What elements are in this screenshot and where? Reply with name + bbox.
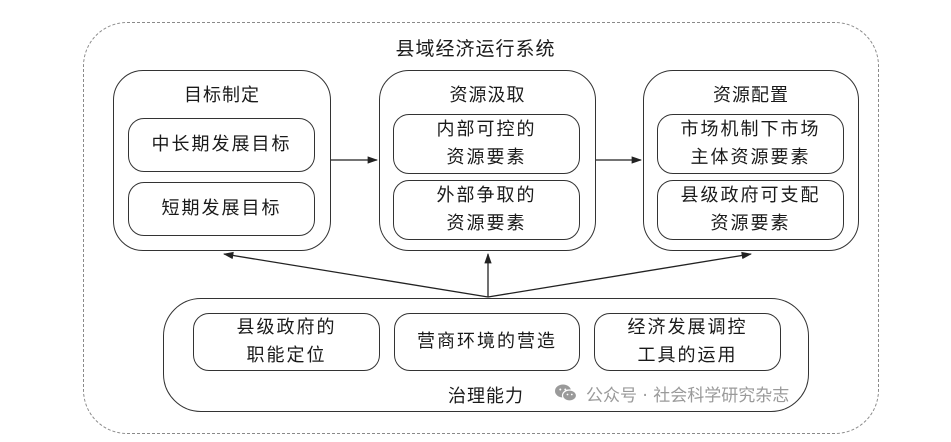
diagram-title: 县域经济运行系统 <box>395 38 556 60</box>
market-resources-box: 市场机制下市场 主体资源要素 <box>657 114 844 174</box>
regulation-tools-box: 经济发展调控 工具的运用 <box>594 313 781 371</box>
long-term-goal-box: 中长期发展目标 <box>128 118 315 172</box>
governance-title: 治理能力 <box>448 386 524 407</box>
goal-setting-title: 目标制定 <box>184 85 260 106</box>
watermark-text: 公众号 · 社会科学研究杂志 <box>586 385 790 406</box>
wechat-icon <box>555 384 578 402</box>
watermark: 公众号 · 社会科学研究杂志 <box>554 380 789 406</box>
government-resources-box: 县级政府可支配 资源要素 <box>657 180 844 240</box>
resource-allocation-title: 资源配置 <box>713 85 789 106</box>
arrow-governance-to-allocation <box>487 251 753 298</box>
arrow-governance-to-goal <box>222 251 489 298</box>
internal-resources-box: 内部可控的 资源要素 <box>393 114 580 174</box>
resource-acquisition-title: 资源汲取 <box>449 85 526 106</box>
short-term-goal-box: 短期发展目标 <box>128 182 315 236</box>
system-boundary <box>83 22 879 434</box>
function-positioning-box: 县级政府的 职能定位 <box>193 313 380 371</box>
business-environment-box: 营商环境的营造 <box>394 313 580 371</box>
external-resources-box: 外部争取的 资源要素 <box>393 180 580 240</box>
